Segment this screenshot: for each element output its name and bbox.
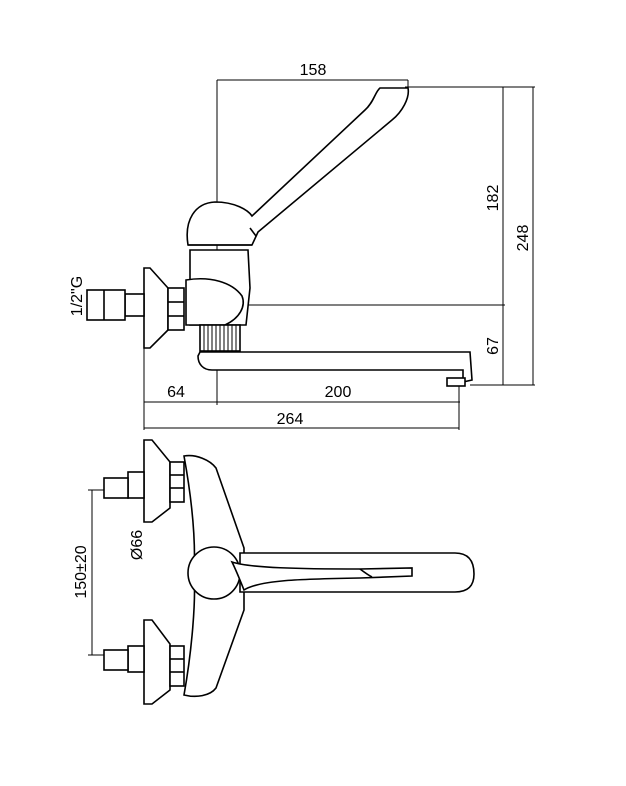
hex-nut xyxy=(167,287,185,331)
thread-pipe xyxy=(86,289,126,321)
top-lever xyxy=(230,560,413,592)
dim-wall-offset: 64 xyxy=(167,384,185,401)
top-view xyxy=(88,439,475,705)
top-cap xyxy=(187,546,241,600)
wall-rosette xyxy=(143,267,169,349)
side-view xyxy=(86,79,535,430)
body-dome xyxy=(185,277,244,326)
side-view-dimension-lines xyxy=(143,79,535,430)
dim-handle-reach: 158 xyxy=(300,62,327,79)
connector-body xyxy=(124,293,145,317)
dim-handle-height: 182 xyxy=(485,185,502,212)
dim-spout-height: 67 xyxy=(485,337,502,355)
upper-connector xyxy=(103,439,185,523)
lever-handle xyxy=(186,87,410,246)
swivel-spout xyxy=(197,351,473,383)
lower-connector xyxy=(103,619,185,705)
dim-total-reach: 264 xyxy=(277,411,304,428)
dim-spout-reach: 200 xyxy=(325,384,352,401)
top-view-dimension-lines xyxy=(88,489,110,656)
dim-total-height: 248 xyxy=(515,225,532,252)
dim-thread: 1/2"G xyxy=(69,276,86,316)
dim-centers: 150±20 xyxy=(73,545,90,598)
spout-outlet xyxy=(446,377,466,387)
dim-rosette-diameter: Ø66 xyxy=(129,530,146,560)
